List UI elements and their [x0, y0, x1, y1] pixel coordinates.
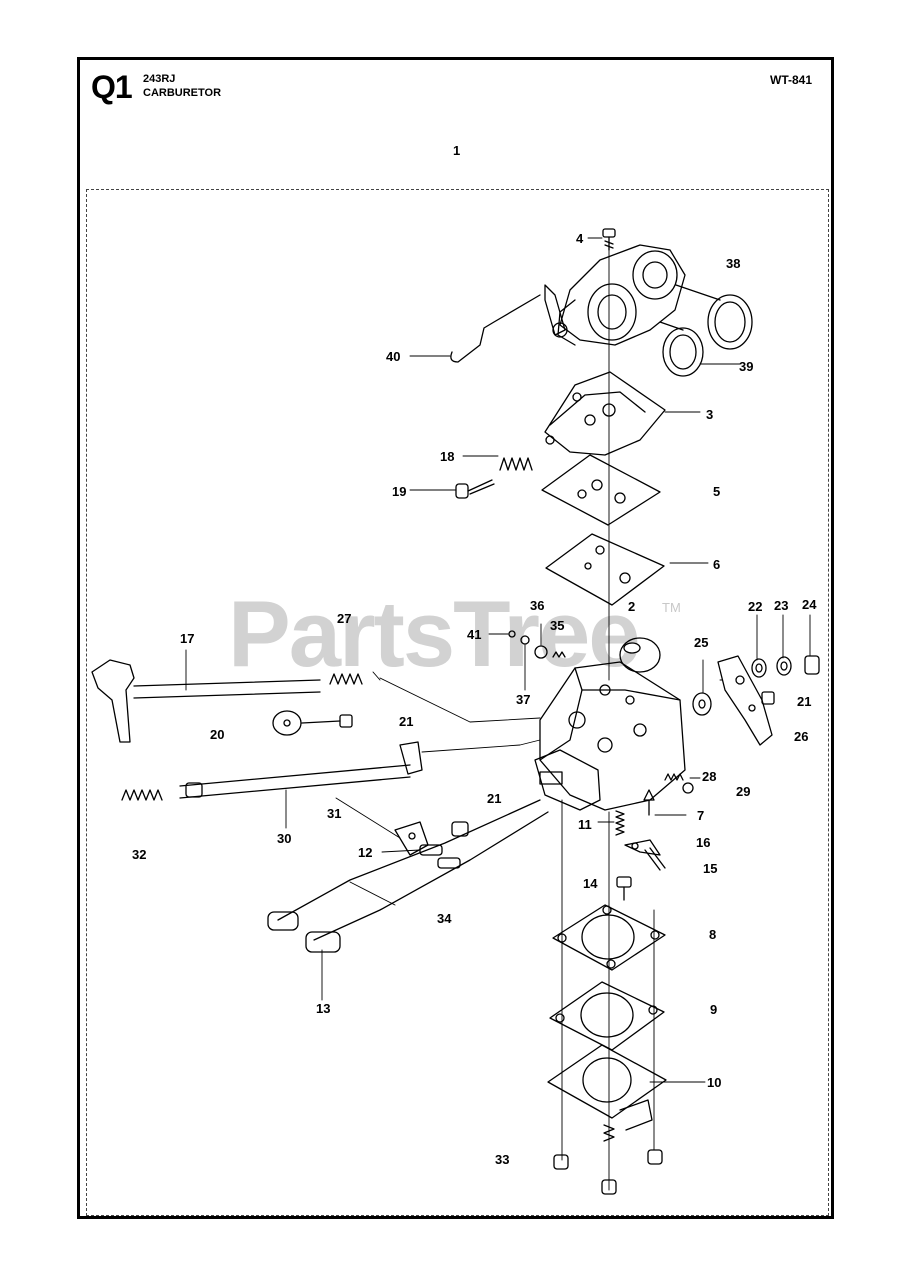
label-part-30: 30 [277, 831, 292, 846]
label-part-41: 41 [467, 627, 482, 642]
label-part-2: 2 [628, 599, 636, 614]
label-part-17: 17 [180, 631, 195, 646]
screw-part-4 [602, 228, 616, 251]
needle-part-7 [643, 789, 655, 816]
label-part-25: 25 [694, 635, 709, 650]
spring-part-18 [499, 457, 533, 471]
label-part-6: 6 [713, 557, 721, 572]
throttle-disc-part-20 [272, 710, 353, 736]
washer-part-22 [751, 658, 767, 678]
throttle-shaft-part-17 [91, 659, 363, 743]
label-part-10: 10 [707, 1075, 722, 1090]
watermark-trademark: TM [662, 600, 681, 615]
page-border [77, 57, 834, 1219]
nut-part-24 [804, 655, 820, 675]
label-part-18: 18 [440, 449, 455, 464]
label-part-29: 29 [736, 784, 751, 799]
label-part-27: 27 [337, 611, 352, 626]
label-part-15: 15 [703, 861, 718, 876]
throttle-lever-part-26 [717, 655, 773, 746]
label-part-21-lower: 21 [487, 791, 502, 806]
label-part-5: 5 [713, 484, 721, 499]
label-part-35: 35 [550, 618, 565, 633]
spring-part-28 [664, 773, 684, 781]
sheet-code: Q1 [91, 69, 133, 105]
document-code: WT-841 [770, 73, 813, 87]
label-part-34: 34 [437, 911, 452, 926]
screw-part-19 [455, 479, 495, 499]
label-part-39: 39 [739, 359, 754, 374]
screw-part-14 [616, 876, 632, 901]
diaphragm-part-5 [541, 454, 661, 526]
label-part-38: 38 [726, 256, 741, 271]
diaphragm-part-9 [549, 981, 665, 1051]
washer-part-25 [692, 692, 712, 716]
cable-assembly-part-34 [267, 799, 549, 953]
ball-part-29 [682, 782, 694, 794]
label-part-13: 13 [316, 1001, 331, 1016]
choke-shaft-part-30 [121, 741, 423, 801]
label-part-16: 16 [696, 835, 711, 850]
assembly-boundary [86, 189, 829, 1216]
pump-cover-part-38 [552, 244, 686, 346]
choke-disc-part-31 [394, 821, 469, 856]
label-part-40: 40 [386, 349, 401, 364]
leader-lines [185, 237, 811, 1083]
pump-body-part-3 [544, 371, 666, 456]
screws-part-33 [553, 1124, 663, 1195]
spring-part-11 [615, 810, 625, 836]
label-part-9: 9 [710, 1002, 718, 1017]
carburetor-body-part-2 [534, 661, 686, 811]
label-part-14: 14 [583, 876, 598, 891]
needle-valve-parts [508, 630, 566, 659]
inlet-cap [619, 637, 661, 673]
label-part-4: 4 [576, 231, 584, 246]
gasket-part-8 [552, 904, 666, 971]
label-part-24: 24 [802, 597, 817, 612]
label-part-23: 23 [774, 598, 789, 613]
label-part-31: 31 [327, 806, 342, 821]
cover-part-10 [547, 1044, 667, 1131]
label-part-3: 3 [706, 407, 714, 422]
label-part-36: 36 [530, 598, 545, 613]
gasket-part-6 [545, 533, 665, 606]
label-part-22: 22 [748, 599, 763, 614]
label-part-12: 12 [358, 845, 373, 860]
label-part-37: 37 [516, 692, 531, 707]
label-part-33: 33 [495, 1152, 510, 1167]
label-part-21-upper: 21 [399, 714, 414, 729]
label-part-32: 32 [132, 847, 147, 862]
label-part-7: 7 [697, 808, 705, 823]
washer-part-23 [776, 656, 792, 676]
label-part-19: 19 [392, 484, 407, 499]
screw-part-15 [644, 847, 666, 871]
assembly-number: 1 [453, 143, 461, 158]
link-rod-part-40 [450, 284, 566, 363]
label-part-8: 8 [709, 927, 717, 942]
label-part-28: 28 [702, 769, 717, 784]
watermark: PartsTree [228, 581, 641, 686]
section-title: CARBURETOR [143, 87, 222, 99]
screw-part-21-right [761, 691, 775, 705]
label-part-20: 20 [210, 727, 225, 742]
gasket-rings-part-39 [659, 284, 753, 377]
lever-part-16 [624, 839, 661, 856]
label-part-26: 26 [794, 729, 809, 744]
model-number: 243RJ [143, 73, 176, 85]
label-part-11: 11 [578, 817, 592, 832]
label-part-21-right: 21 [797, 694, 812, 709]
